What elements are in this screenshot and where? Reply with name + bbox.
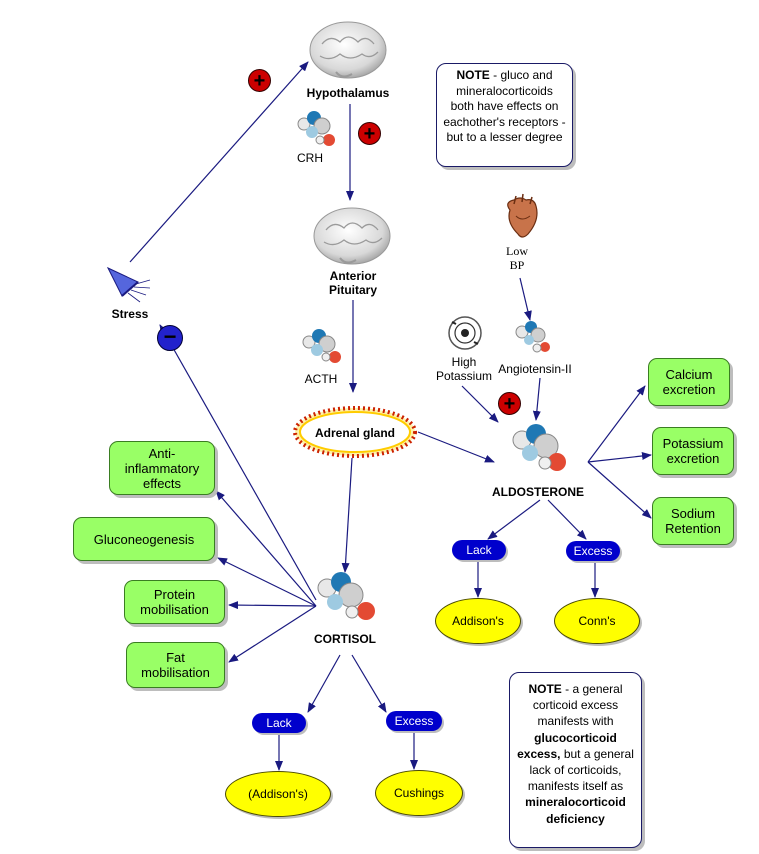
stress-meter-icon <box>106 266 151 303</box>
arrow-aldo-potassium <box>587 452 652 463</box>
effect-line: Calcium <box>665 367 713 382</box>
negative-sign-cortisol: − <box>157 325 183 351</box>
crh-label: CRH <box>297 151 323 165</box>
effect-gluconeogenesis: Gluconeogenesis <box>73 517 215 561</box>
effect-line: effects <box>142 475 182 491</box>
aldo-excess-pill: Excess <box>566 541 620 561</box>
arrow-aldo-lack <box>487 499 541 540</box>
arrow-cortisol-excess <box>351 654 387 713</box>
arrow-adrenal-cortisol <box>341 457 353 573</box>
arrow-aldo-calcium <box>587 385 646 463</box>
anterior-line: Anterior <box>329 269 377 283</box>
positive-sign-potassium: + <box>498 392 521 415</box>
arrow-aldo-excess <box>547 499 587 540</box>
aldo-lack-result: Addison's <box>435 598 521 644</box>
effect-line: Sodium <box>670 506 716 521</box>
low-bp-label: Low BP <box>497 244 537 272</box>
molecule-icon <box>515 321 550 353</box>
positive-sign-stress: + <box>248 69 271 92</box>
brain-icon <box>309 21 387 79</box>
potassium-line: Potassium <box>435 369 493 383</box>
arrow-cortisol-gluconeogenesis <box>217 557 317 607</box>
aldosterone-label: ALDOSTERONE <box>491 485 584 499</box>
cortisol-excess-result: Cushings <box>375 770 463 816</box>
adrenal-cloud-icon <box>293 406 417 458</box>
arrow-cortisol-lack <box>307 654 341 713</box>
note-text: - a general corticoid excess manifests w… <box>532 682 623 729</box>
effect-line: Gluconeogenesis <box>93 531 195 547</box>
effect-line: mobilisation <box>140 602 209 617</box>
note-text: but a general lack of corticoids, manife… <box>527 746 634 794</box>
angiotensin-label: Angiotensin-II <box>498 362 572 376</box>
arrow-cortisol-fat <box>228 605 317 663</box>
molecule-icon <box>317 572 375 620</box>
arrow-lowbp-angiotensin <box>519 277 532 321</box>
brain-icon <box>313 207 391 265</box>
effect-protein-mobilisation: Protein mobilisation <box>124 580 225 624</box>
positive-sign-crh: + <box>358 122 381 145</box>
arrow-cortisol-stress <box>159 324 317 601</box>
note-corticoid: NOTE - a general corticoid excess manife… <box>509 672 642 848</box>
cortisol-lack-pill: Lack <box>252 713 306 733</box>
cortisol-excess-pill: Excess <box>386 711 442 731</box>
hypothalamus-label: Hypothalamus <box>306 86 390 100</box>
note-text: - gluco and mineralocorticoids both have… <box>443 68 566 144</box>
aldo-excess-result: Conn's <box>554 598 640 644</box>
stress-label: Stress <box>111 307 149 321</box>
effect-anti-inflammatory: Anti- inflammatory effects <box>109 441 215 495</box>
arrow-cortisol-protein <box>228 601 317 610</box>
pituitary-line: Pituitary <box>328 283 377 297</box>
effect-line: Anti- <box>148 445 176 461</box>
potassium-target-icon <box>448 316 482 350</box>
arrow-angiotensin-aldosterone <box>532 377 541 421</box>
effect-line: mobilisation <box>141 665 210 680</box>
note-emphasis: glucocorticoid excess, <box>517 730 617 761</box>
effect-line: Retention <box>665 521 721 536</box>
molecule-icon <box>302 329 341 363</box>
molecule-icon <box>297 111 335 146</box>
effect-line: Potassium <box>662 436 724 451</box>
acth-label: ACTH <box>304 372 338 386</box>
heart-icon <box>507 193 538 238</box>
arrow-stress-hypothalamus <box>129 61 309 263</box>
arrow-cortisol-antiinflammatory <box>215 490 317 607</box>
note-emphasis: mineralocorticoid deficiency <box>525 795 626 826</box>
high-potassium-label: High Potassium <box>428 355 500 383</box>
cortisol-lack-result: (Addison's) <box>225 771 331 817</box>
effect-line: Fat <box>166 650 185 665</box>
note-heading: NOTE <box>456 68 490 82</box>
arrow-aldo-sodium <box>587 461 652 519</box>
effect-calcium-excretion: Calcium excretion <box>648 358 730 406</box>
effect-line: inflammatory <box>124 460 200 476</box>
note-receptors: NOTE - gluco and mineralocorticoids both… <box>436 63 573 167</box>
note-heading: NOTE <box>528 682 562 696</box>
effect-line: excretion <box>662 382 716 397</box>
effect-sodium-retention: Sodium Retention <box>652 497 734 545</box>
bp-line: BP <box>509 258 525 272</box>
aldo-lack-pill: Lack <box>452 540 506 560</box>
adrenal-gland-label: Adrenal gland <box>314 426 395 440</box>
effect-line: excretion <box>666 451 720 466</box>
high-line: High <box>451 355 477 369</box>
arrow-adrenal-aldosterone <box>417 431 495 463</box>
cortisol-label: CORTISOL <box>314 632 376 646</box>
anterior-pituitary-label: Anterior Pituitary <box>303 269 403 297</box>
low-line: Low <box>506 244 528 258</box>
effect-fat-mobilisation: Fat mobilisation <box>126 642 225 688</box>
molecule-icon <box>512 424 566 471</box>
arrow-potassium-aldosterone <box>461 385 499 423</box>
effect-line: Protein <box>153 587 196 602</box>
effect-potassium-excretion: Potassium excretion <box>652 427 734 475</box>
